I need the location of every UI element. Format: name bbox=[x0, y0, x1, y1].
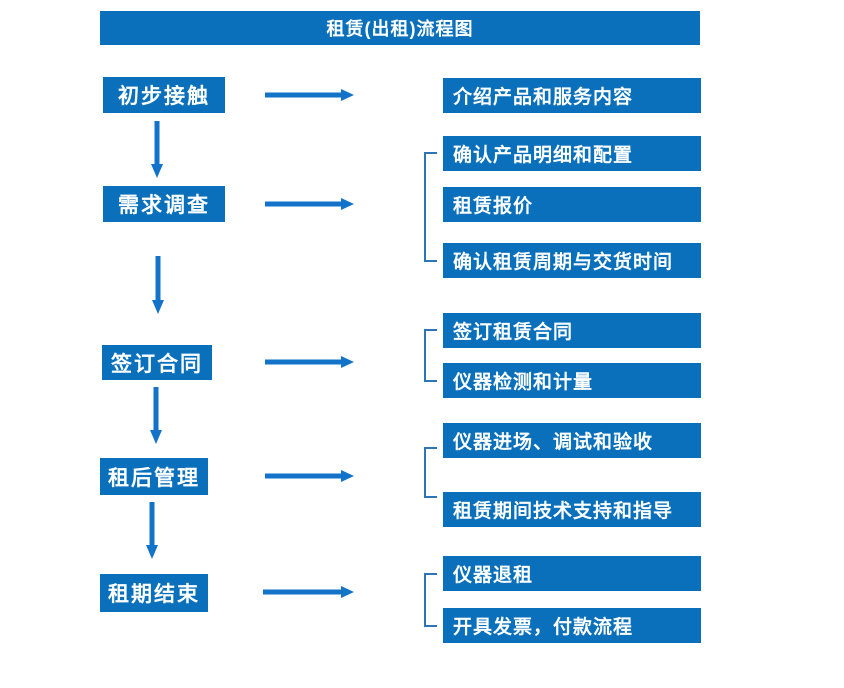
detail-box-sign-rental-contract: 签订租赁合同 bbox=[443, 313, 701, 348]
bracket-group-4 bbox=[424, 447, 437, 498]
detail-box-introduce-products: 介绍产品和服务内容 bbox=[443, 78, 701, 113]
arrow-right-stage-1 bbox=[265, 89, 354, 101]
stage-box-demand-survey: 需求调查 bbox=[103, 186, 225, 222]
detail-box-rental-quote: 租赁报价 bbox=[443, 187, 701, 222]
stage-box-post-rental-management: 租后管理 bbox=[100, 458, 208, 495]
detail-box-instrument-setup-acceptance: 仪器进场、调试和验收 bbox=[443, 423, 701, 458]
detail-box-confirm-product-config: 确认产品明细和配置 bbox=[443, 136, 701, 171]
detail-box-tech-support: 租赁期间技术支持和指导 bbox=[443, 492, 701, 527]
arrow-right-stage-2 bbox=[265, 198, 354, 210]
bracket-group-2 bbox=[424, 152, 437, 262]
stage-box-sign-contract: 签订合同 bbox=[102, 345, 212, 380]
arrow-down-3-4 bbox=[150, 387, 162, 444]
detail-box-instrument-return: 仪器退租 bbox=[443, 556, 701, 591]
diagram-title: 租赁(出租)流程图 bbox=[100, 11, 700, 45]
arrow-down-4-5 bbox=[146, 502, 158, 559]
arrow-right-stage-5 bbox=[263, 586, 354, 598]
arrow-right-stage-4 bbox=[265, 470, 354, 482]
arrow-down-1-2 bbox=[151, 121, 163, 178]
arrow-down-2-3 bbox=[152, 256, 164, 314]
detail-box-instrument-testing: 仪器检测和计量 bbox=[443, 363, 701, 398]
bracket-group-3 bbox=[424, 329, 437, 382]
stage-box-initial-contact: 初步接触 bbox=[103, 77, 225, 113]
detail-box-invoice-payment: 开具发票，付款流程 bbox=[443, 608, 701, 643]
detail-box-confirm-period-delivery: 确认租赁周期与交货时间 bbox=[443, 243, 701, 278]
stage-box-rental-end: 租期结束 bbox=[100, 574, 208, 612]
arrow-right-stage-3 bbox=[265, 356, 354, 368]
bracket-group-5 bbox=[424, 573, 437, 627]
